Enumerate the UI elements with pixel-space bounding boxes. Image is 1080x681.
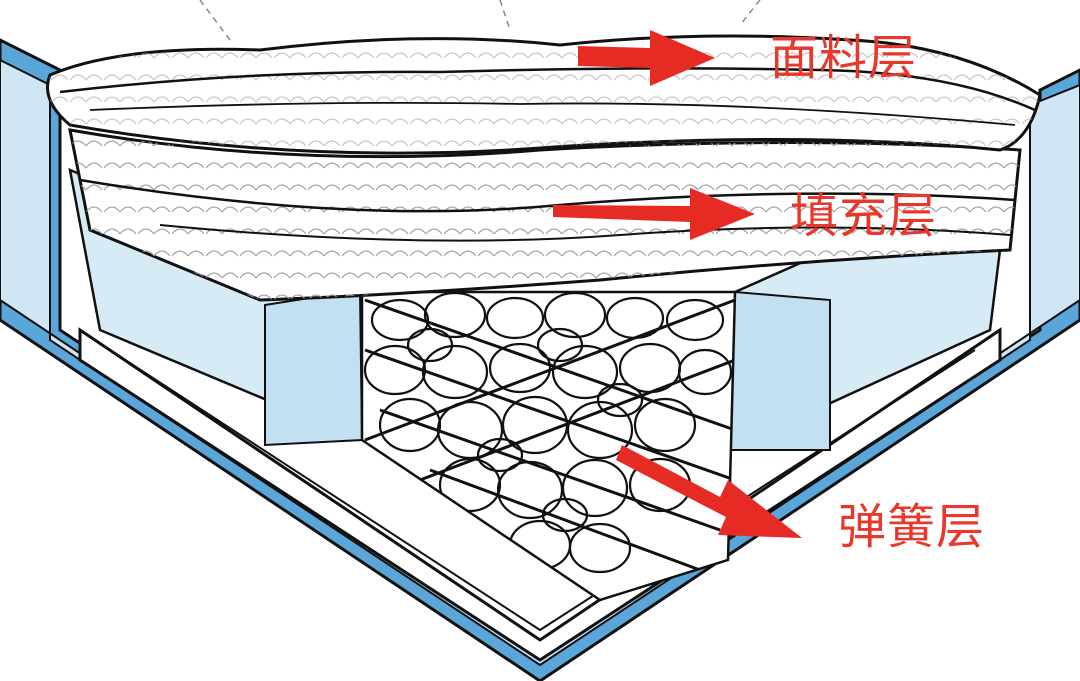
label-spring-layer: 弹簧层 — [838, 499, 986, 555]
label-fabric-layer: 面料层 — [770, 30, 918, 86]
arrow-fabric-layer — [578, 30, 715, 86]
arrow-spring-layer — [616, 445, 802, 538]
fabric-layer-shape — [46, 34, 1042, 155]
label-filling-layer: 填充层 — [790, 188, 938, 244]
arrow-filling-layer — [553, 188, 755, 240]
arrows — [553, 30, 802, 538]
filling-layer-shape — [68, 128, 1022, 302]
